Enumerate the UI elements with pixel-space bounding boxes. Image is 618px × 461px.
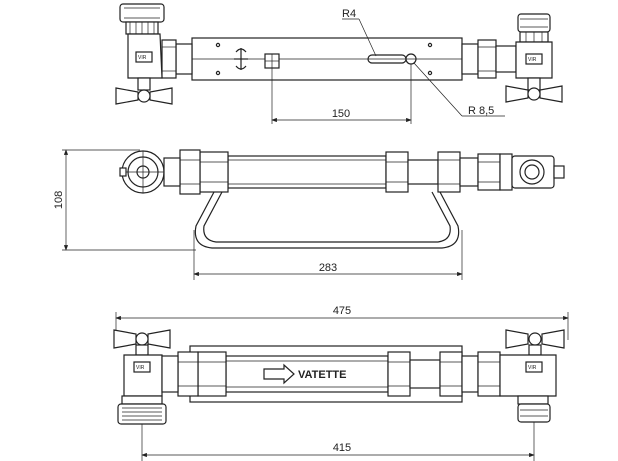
mid-tube	[227, 155, 387, 189]
bot-valve-left: VIR	[113, 329, 179, 425]
dim-r4-label: R4	[342, 8, 356, 20]
dim-475-label: 475	[333, 305, 351, 317]
dim-415-label: 415	[333, 442, 351, 454]
top-view: R4 R 8,5	[115, 3, 563, 124]
bot-valve-right: VIR	[499, 329, 565, 423]
top-valve-left: VIR	[115, 3, 173, 105]
dim-r85-label: R 8,5	[468, 105, 494, 117]
bot-left-handle-wing-a	[113, 329, 137, 349]
mid-nut-left	[199, 151, 229, 193]
bot-left-handle-wing-b	[147, 329, 171, 349]
bot-right-handle-wing-a	[505, 329, 529, 349]
bot-right-valve-mark: VIR	[528, 365, 537, 371]
top-slot-right	[367, 42, 433, 76]
bot-right-handle-wing-b	[541, 329, 565, 349]
mid-nut-right	[385, 151, 409, 193]
mid-valve-right	[499, 153, 565, 191]
dim-108-label: 108	[53, 191, 65, 209]
top-right-handle-wing-a	[505, 85, 529, 103]
middle-view: 108 283	[53, 149, 565, 280]
top-coupling-left	[161, 39, 193, 79]
dim-283-label: 283	[319, 262, 337, 274]
bottom-view: 475 VATETTE	[113, 305, 569, 461]
flow-arrow-icon	[263, 363, 295, 385]
bot-left-valve-mark: VIR	[136, 365, 145, 371]
mid-handle-outer	[194, 191, 460, 249]
dim-150-label: 150	[332, 108, 350, 120]
mid-handle-inner	[203, 191, 451, 243]
mid-valve-left	[119, 150, 181, 194]
top-left-handle-wing-a	[115, 87, 139, 105]
flow-label: VATETTE	[298, 369, 346, 381]
top-valve-right: VIR	[505, 13, 563, 103]
top-small-fitting	[264, 53, 280, 69]
top-right-valve-mark: VIR	[528, 57, 537, 63]
top-slot-left	[215, 42, 248, 76]
top-left-handle-wing-b	[149, 87, 173, 105]
top-right-handle-wing-b	[539, 85, 563, 103]
top-coupling-right	[461, 39, 517, 79]
top-left-valve-mark: VIR	[138, 55, 147, 61]
